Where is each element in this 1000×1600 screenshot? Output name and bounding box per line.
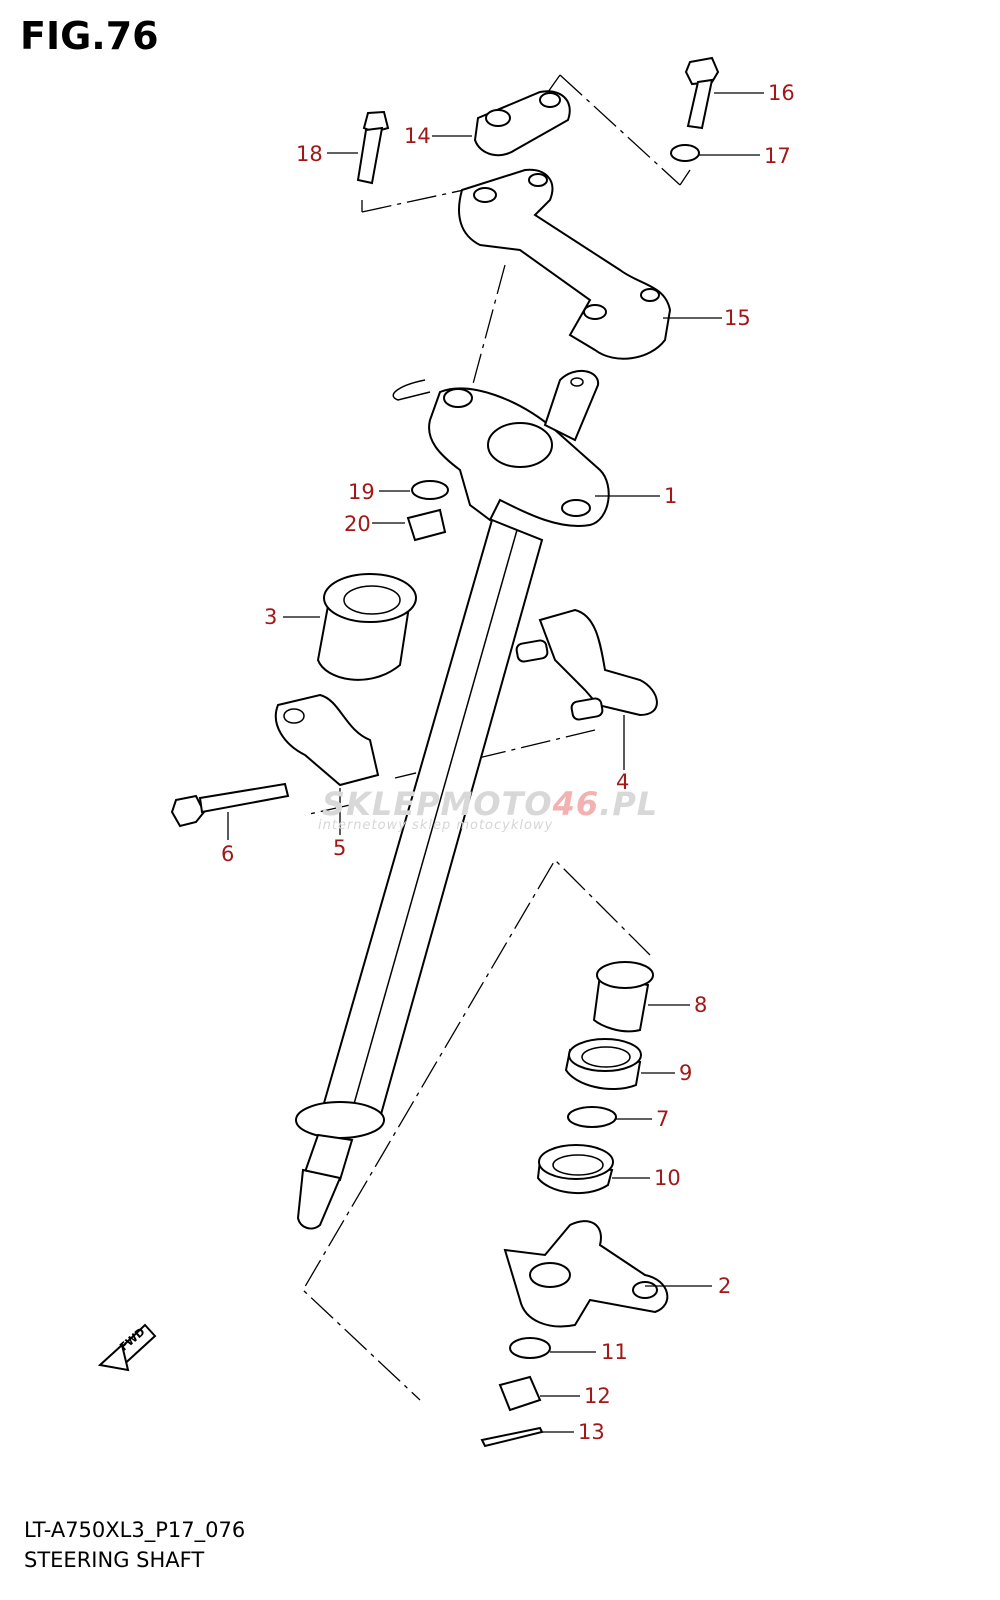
callout-13: 13 [578, 1420, 605, 1444]
callout-1: 1 [664, 484, 678, 508]
callout-8: 8 [694, 993, 708, 1017]
part-8-bushing [592, 961, 654, 1033]
callout-16: 16 [768, 81, 795, 105]
part-4-holder [515, 608, 658, 721]
callout-20: 20 [344, 512, 371, 536]
model-code: LT-A750XL3_P17_076 [24, 1518, 246, 1542]
figure-title: FIG.76 [20, 14, 159, 58]
callout-5: 5 [333, 836, 347, 860]
callout-6: 6 [221, 842, 235, 866]
part-15-handlebar-holder [458, 168, 672, 360]
part-1-upper-bracket [392, 370, 610, 527]
part-14-holder [473, 90, 571, 157]
callout-17: 17 [764, 144, 791, 168]
callout-11: 11 [601, 1340, 628, 1364]
watermark-subtext: internetowy sklep motocyklowy [318, 818, 554, 833]
callout-18: 18 [296, 142, 323, 166]
part-18-bolt [356, 110, 390, 185]
part-12-nut [498, 1375, 542, 1412]
part-13-cotter-pin [480, 1426, 544, 1448]
callout-4: 4 [616, 770, 630, 794]
shaft-lower-end [295, 1101, 385, 1230]
watermark-accent: 46 [552, 785, 600, 823]
callout-7: 7 [656, 1107, 670, 1131]
part-6-bolt [170, 782, 290, 828]
callout-14: 14 [404, 124, 431, 148]
fwd-arrow-icon [97, 1323, 157, 1372]
part-3-bushing [316, 573, 417, 681]
callout-10: 10 [654, 1166, 681, 1190]
part-16-bolt [684, 56, 720, 130]
part-19-washer [411, 480, 449, 500]
part-11-washer [509, 1337, 551, 1359]
section-name: STEERING SHAFT [24, 1548, 205, 1572]
callout-9: 9 [679, 1061, 693, 1085]
leader-lines [227, 92, 764, 1433]
callout-19: 19 [348, 480, 375, 504]
part-7-oring [567, 1106, 617, 1128]
callout-3: 3 [264, 605, 278, 629]
callout-12: 12 [584, 1384, 611, 1408]
part-20-nut [406, 508, 447, 542]
callout-15: 15 [724, 306, 751, 330]
part-10-seal [536, 1144, 614, 1195]
part-5-clamp [274, 693, 380, 787]
part-2-lower-arm [503, 1220, 669, 1328]
assembly-lines [302, 74, 691, 1401]
watermark-text: SKLEPMOTO46.PL [322, 785, 659, 823]
callout-2: 2 [718, 1274, 732, 1298]
part-9-seal [564, 1038, 642, 1091]
part-17-washer [670, 144, 700, 162]
